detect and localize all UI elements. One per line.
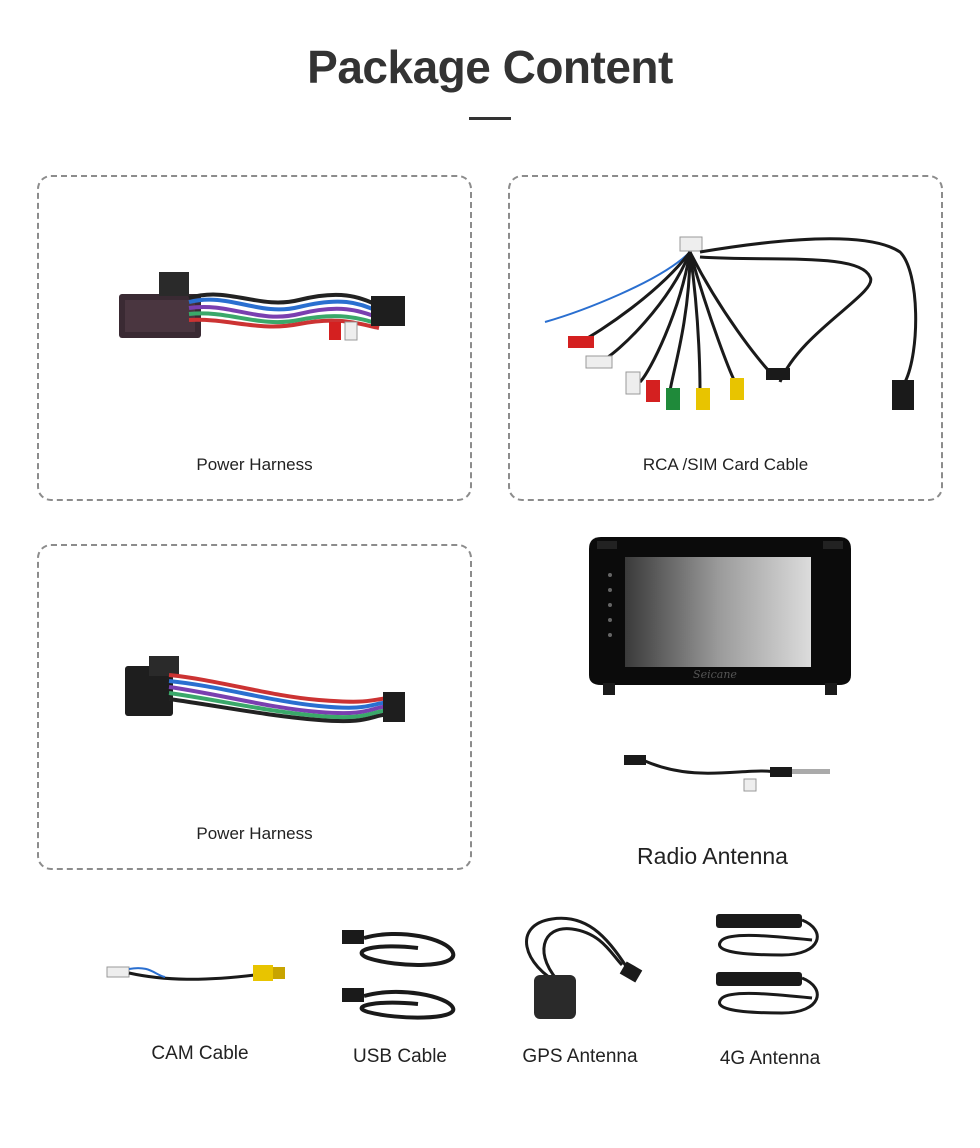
4g-antenna-icon (716, 914, 819, 1015)
rca-sim-cable-icon (544, 236, 918, 410)
title-underline (469, 117, 511, 120)
brand-text: Seicane (693, 668, 737, 681)
item-label: RCA /SIM Card Cable (642, 455, 809, 474)
item-label: GPS Antenna (522, 1046, 638, 1067)
item-label: CAM Cable (151, 1043, 249, 1064)
power-harness-icon (125, 656, 405, 724)
item-label: Power Harness (196, 455, 313, 474)
item-label: Radio Antenna (637, 843, 788, 869)
head-unit-icon: Seicane (589, 537, 851, 695)
item-card-power-harness-2: Power Harness (37, 544, 472, 870)
item-label: Power Harness (196, 824, 313, 843)
page-title: Package Content (307, 41, 673, 93)
item-card-power-harness-1: Power Harness (37, 175, 472, 501)
item-label: 4G Antenna (719, 1048, 821, 1069)
item-label: USB Cable (353, 1046, 447, 1067)
item-card-rca-sim-cable: RCA /SIM Card Cable (508, 175, 943, 501)
radio-antenna-icon (624, 755, 830, 792)
gps-antenna-icon (525, 916, 643, 1019)
power-harness-icon (119, 272, 405, 341)
usb-cable-icon (342, 930, 456, 1020)
cam-cable-icon (106, 965, 285, 981)
